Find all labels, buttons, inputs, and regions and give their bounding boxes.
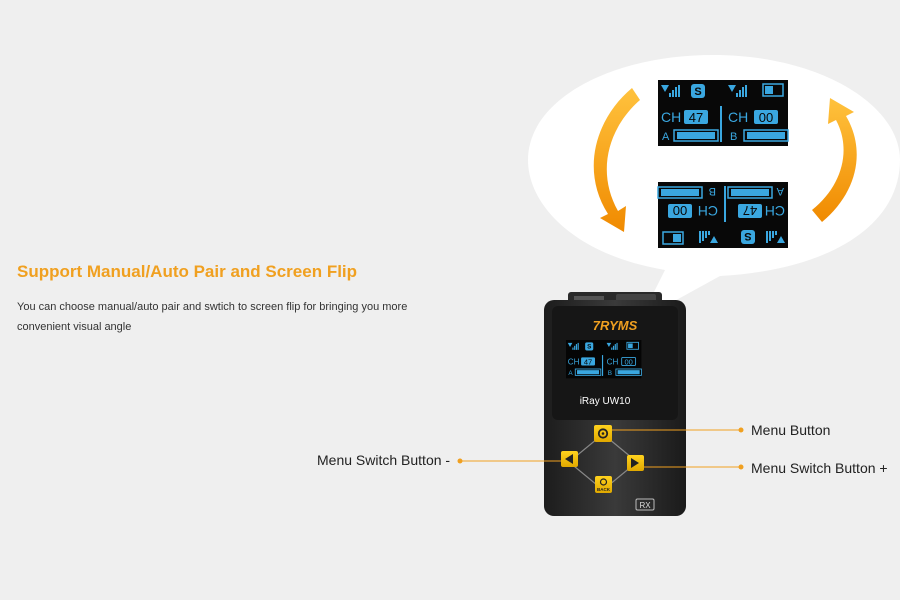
flip-arrow-right-icon [812, 98, 857, 222]
device-ch-prefix-b: CH [607, 357, 619, 366]
arrow-left-icon [565, 454, 573, 464]
model-label: iRay UW10 [580, 396, 631, 407]
brand-logo: 7RYMS [593, 318, 638, 333]
channel-a-value: 47 [689, 110, 703, 125]
device-badge-s: S [587, 344, 591, 351]
feature-description: You can choose manual/auto pair and swti… [17, 301, 408, 333]
back-power-button[interactable]: BACK [595, 476, 612, 493]
device-label-a: A [568, 370, 573, 377]
callout-menu-switch-plus: Menu Switch Button + [751, 460, 888, 476]
ch-prefix-b-flipped: CH [698, 203, 718, 219]
label-b: B [730, 131, 737, 143]
label-a: A [662, 131, 670, 143]
flip-arrow-left-icon [593, 88, 640, 232]
device-channel-a: 47 [584, 357, 592, 366]
ch-prefix-b: CH [728, 109, 748, 125]
ch-prefix-a: CH [661, 109, 681, 125]
device-label-b: B [608, 370, 612, 377]
device-lcd: S CH 47 CH 00 A B [566, 340, 642, 379]
menu-switch-minus-button[interactable] [561, 451, 578, 467]
arrow-right-icon [631, 458, 639, 468]
back-label: BACK [597, 487, 611, 492]
badge-s-flipped: S [744, 230, 751, 242]
menu-button[interactable] [594, 425, 612, 442]
feature-title: Support Manual/Auto Pair and Screen Flip [17, 262, 358, 281]
lcd-screen-flipped: S CH 47 CH 00 A B [657, 182, 788, 248]
ch-prefix-a-flipped: CH [765, 203, 785, 219]
callout-menu-switch-minus: Menu Switch Button - [317, 452, 451, 468]
rx-tag: RX [639, 501, 651, 510]
badge-s: S [694, 86, 701, 98]
device-ch-prefix-a: CH [568, 357, 580, 366]
device-channel-b: 00 [624, 357, 632, 366]
channel-a-value-flipped: 47 [743, 203, 757, 218]
label-b-flipped: B [709, 185, 716, 197]
label-a-flipped: A [776, 185, 784, 197]
gear-icon [597, 428, 609, 439]
lcd-screen-normal: S CH 47 CH 00 A B [658, 80, 789, 146]
channel-b-value-flipped: 00 [673, 203, 687, 218]
channel-b-value: 00 [759, 110, 773, 125]
callout-menu-button: Menu Button [751, 422, 831, 438]
menu-switch-plus-button[interactable] [627, 455, 644, 471]
power-icon [599, 478, 608, 486]
